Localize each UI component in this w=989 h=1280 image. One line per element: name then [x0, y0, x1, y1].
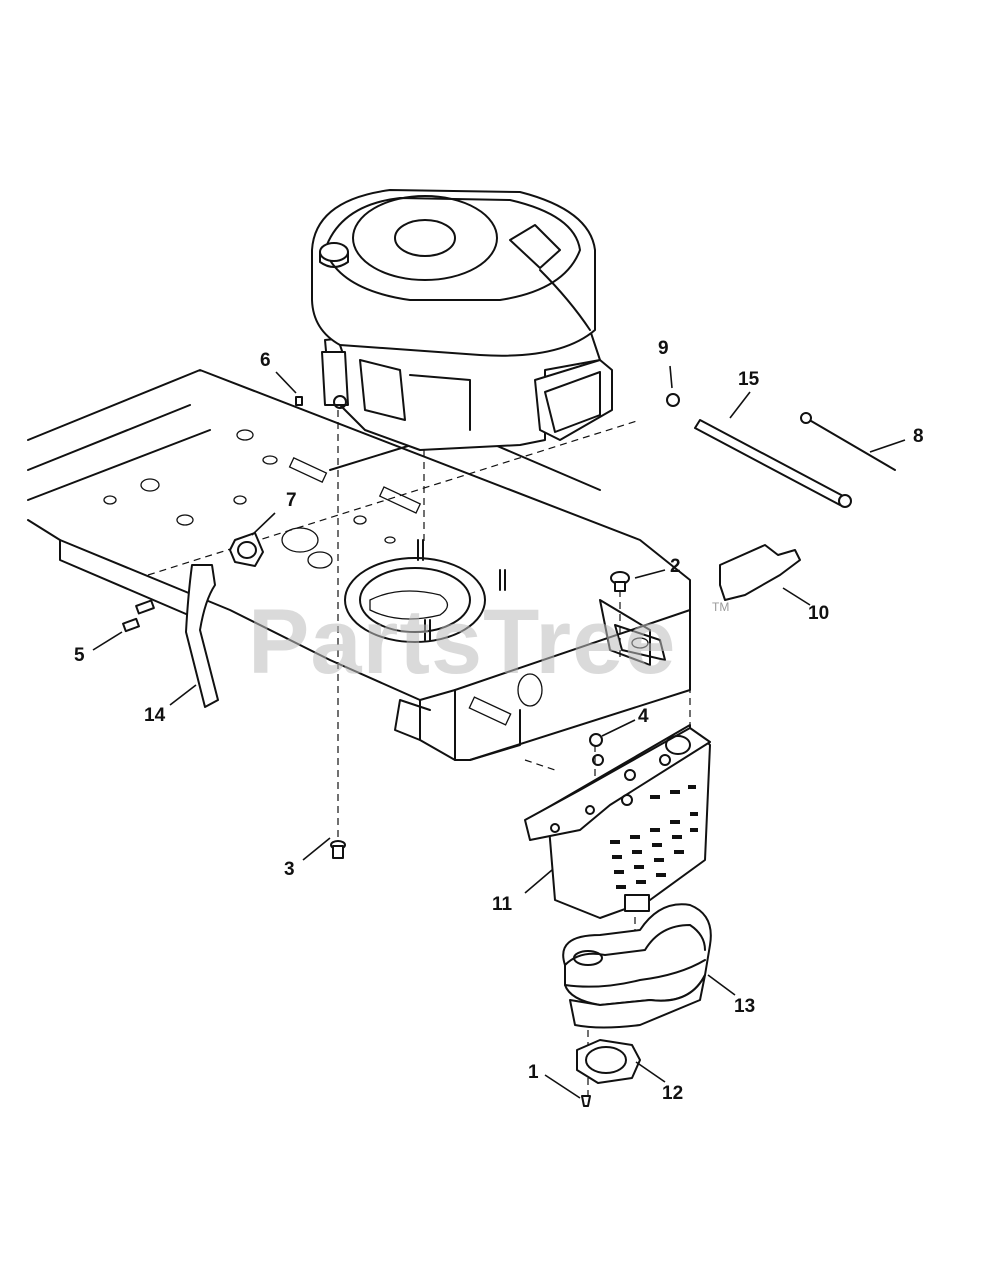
callout-12: 12	[662, 1083, 683, 1104]
part-1-screw	[581, 1095, 591, 1107]
part-9-nut	[666, 393, 680, 407]
callout-9: 9	[658, 338, 669, 359]
callouts: 6 9 15 8 7 2 10 5 14 4 3 11 13 1 12	[74, 338, 924, 1104]
part-14-exhaust-pipe	[185, 564, 219, 708]
callout-2: 2	[670, 556, 681, 577]
callout-10: 10	[808, 603, 829, 624]
callout-11: 11	[492, 894, 513, 915]
part-3-bolt	[330, 840, 346, 859]
part-8-long-bolt	[800, 412, 896, 471]
callout-7: 7	[286, 490, 297, 511]
callout-1: 1	[528, 1062, 539, 1083]
callout-13: 13	[734, 996, 755, 1017]
part-5-screws	[122, 599, 155, 633]
part-13-muffler	[562, 903, 712, 1029]
part-6-fastener	[295, 396, 303, 406]
watermark-trademark: TM	[712, 600, 729, 614]
callout-4: 4	[638, 706, 649, 727]
part-4-nut	[589, 733, 603, 747]
callout-8: 8	[913, 426, 924, 447]
part-11-heat-shield	[524, 724, 711, 919]
callout-6: 6	[260, 350, 271, 371]
part-12-outlet-flange	[576, 1039, 641, 1084]
callout-14: 14	[144, 705, 166, 726]
part-15-rod	[694, 419, 852, 508]
tractor-frame	[27, 369, 691, 761]
watermark: PartsTree	[248, 591, 676, 693]
part-10-bracket	[719, 544, 801, 601]
part-7-gasket	[229, 532, 264, 567]
callout-5: 5	[74, 645, 85, 666]
part-2-bolt	[610, 571, 630, 592]
callout-15: 15	[738, 369, 760, 390]
callout-3: 3	[284, 859, 295, 880]
engine	[311, 189, 613, 451]
